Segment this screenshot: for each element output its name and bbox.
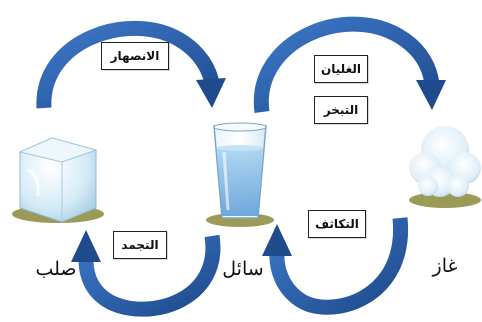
condensation-label: التكاثف bbox=[308, 210, 366, 238]
melting-arrow bbox=[36, 20, 226, 109]
condensation-arrow bbox=[262, 217, 408, 315]
water-glass-icon bbox=[206, 122, 274, 227]
freezing-arrow bbox=[71, 230, 221, 317]
evaporation-label: التبخر bbox=[314, 96, 368, 124]
solid-label: صلب bbox=[35, 258, 77, 280]
melting-label: الانصهار bbox=[101, 42, 169, 70]
boiling-label: الغليان bbox=[314, 55, 368, 83]
freezing-label: التجمد bbox=[113, 231, 167, 259]
gas-label: غاز bbox=[432, 255, 458, 277]
ice-cube-icon bbox=[12, 137, 104, 223]
boiling-arrow bbox=[253, 16, 446, 114]
liquid-label: سائل bbox=[222, 258, 264, 280]
steam-cloud-icon bbox=[409, 126, 481, 208]
